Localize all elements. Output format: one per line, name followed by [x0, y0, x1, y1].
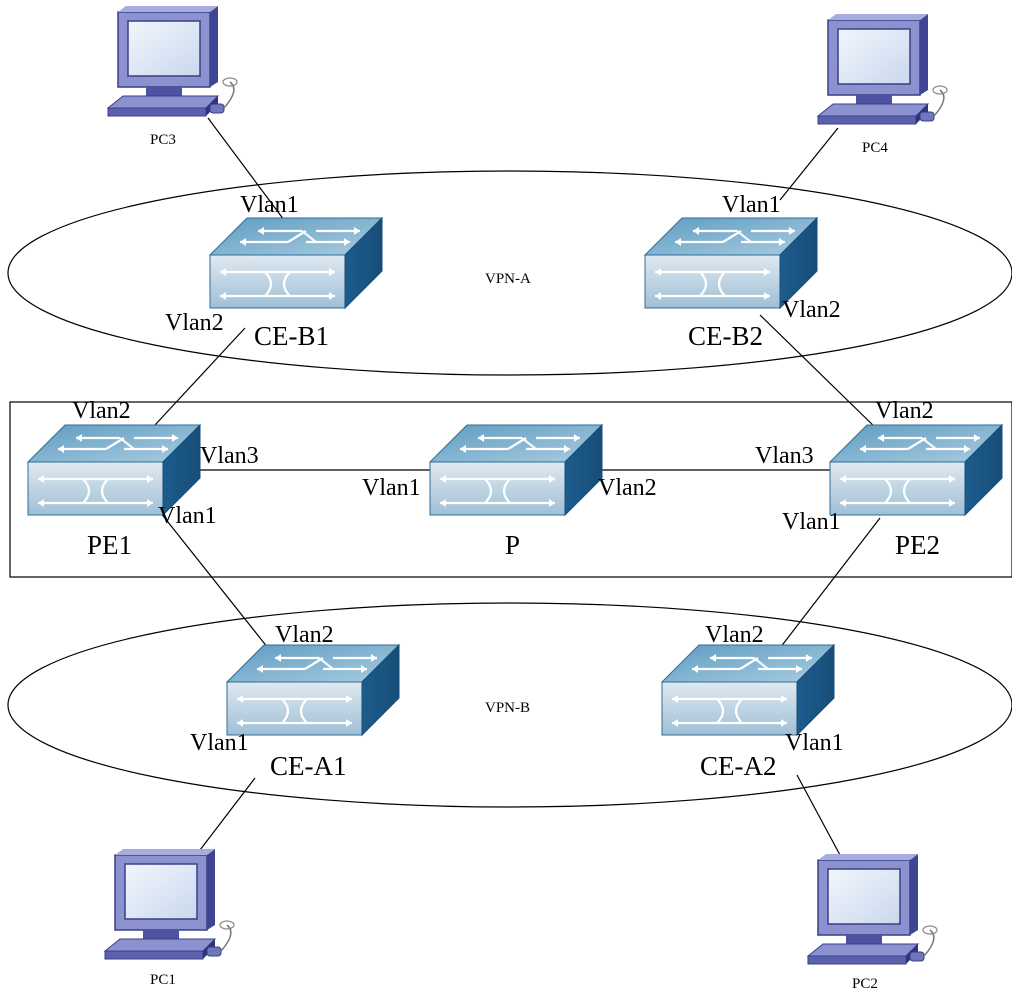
pc2-pc-icon — [807, 853, 938, 965]
pc2-label: PC2 — [852, 976, 878, 992]
pe1-switch-icon — [26, 423, 202, 517]
vpn-a-label: VPN-A — [485, 271, 531, 287]
provider-backbone-box — [9, 401, 1012, 578]
ce-b1-switch-icon — [208, 216, 384, 310]
p-switch-icon — [428, 423, 604, 517]
pc4-pc-icon — [817, 13, 948, 125]
pc3-pc-icon — [107, 5, 238, 117]
p-port-vlan2: Vlan2 — [598, 475, 657, 501]
pe2-port-vlan1: Vlan1 — [782, 509, 841, 535]
link-ceb1-pe1 — [154, 327, 246, 426]
vpn-b-region — [7, 602, 1012, 808]
ce-a1-port-vlan1: Vlan1 — [190, 730, 249, 756]
link-pc4-ceb2 — [779, 127, 839, 201]
ce-a1-switch-icon — [225, 643, 401, 737]
ce-a1-label: CE-A1 — [270, 751, 347, 781]
pe2-port-vlan2: Vlan2 — [875, 398, 934, 424]
pc3-label: PC3 — [150, 132, 176, 148]
p-port-vlan1: Vlan1 — [362, 475, 421, 501]
p-label: P — [505, 530, 520, 560]
pe1-port-vlan1: Vlan1 — [158, 503, 217, 529]
link-cea1-pc1 — [199, 777, 256, 851]
ce-b2-port-vlan2: Vlan2 — [782, 297, 841, 323]
vpn-a-region — [7, 170, 1012, 376]
ce-b2-switch-icon — [643, 216, 819, 310]
ce-a2-port-vlan2: Vlan2 — [705, 622, 764, 648]
ce-b1-port-vlan1: Vlan1 — [240, 192, 299, 218]
link-pe2-cea2 — [779, 517, 881, 649]
ce-b2-label: CE-B2 — [688, 321, 763, 351]
pe1-label: PE1 — [87, 530, 132, 560]
pe1-port-vlan3: Vlan3 — [200, 443, 259, 469]
ce-b1-port-vlan2: Vlan2 — [165, 310, 224, 336]
ce-a2-label: CE-A2 — [700, 751, 777, 781]
pe2-switch-icon — [828, 423, 1004, 517]
vpn-b-label: VPN-B — [485, 700, 530, 716]
ce-b1-label: CE-B1 — [254, 321, 329, 351]
link-pe1-cea1 — [159, 511, 269, 649]
ce-a2-port-vlan1: Vlan1 — [785, 730, 844, 756]
links — [154, 117, 881, 856]
pe2-port-vlan3: Vlan3 — [755, 443, 814, 469]
link-ceb2-pe2 — [759, 314, 881, 433]
pe1-port-vlan2: Vlan2 — [72, 398, 131, 424]
link-cea2-pc2 — [796, 774, 841, 856]
ce-a2-switch-icon — [660, 643, 836, 737]
pc4-label: PC4 — [862, 140, 888, 156]
ce-a1-port-vlan2: Vlan2 — [275, 622, 334, 648]
ce-b2-port-vlan1: Vlan1 — [722, 192, 781, 218]
pc1-pc-icon — [104, 848, 235, 960]
link-pc3-ceb1 — [207, 117, 291, 229]
pe2-label: PE2 — [895, 530, 940, 560]
pc1-label: PC1 — [150, 972, 176, 988]
